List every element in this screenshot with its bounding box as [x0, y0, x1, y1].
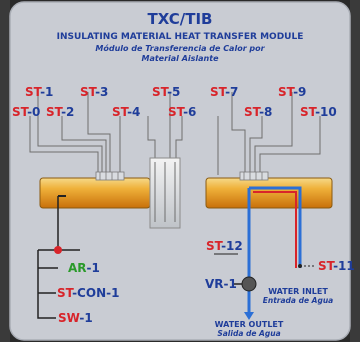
sensor-label-st3: ST-3	[80, 85, 108, 99]
center-sensor-wires	[147, 92, 183, 160]
water-outlet-label: WATER OUTLET	[215, 320, 284, 329]
inner-heat-path	[253, 191, 297, 268]
sensor-label-st4: ST-4	[112, 105, 140, 119]
left-edge-strip	[0, 0, 10, 342]
control-label-stcon1: ST-CON-1	[57, 286, 119, 300]
sensor-label-st9: ST-9	[278, 85, 306, 99]
water-inlet-label: WATER INLET	[268, 287, 328, 296]
flow-valve-icon	[241, 276, 257, 292]
left-sensor-block	[95, 171, 125, 181]
sensor-label-st8: ST-8	[244, 105, 272, 119]
sensor-label-st5: ST-5	[152, 85, 180, 99]
left-sensor-pins	[99, 172, 119, 180]
right-edge-strip	[350, 0, 360, 342]
module-title-en: INSULATING MATERIAL HEAT TRANSFER MODULE	[57, 32, 304, 42]
sensor-label-st12: ST-12	[206, 239, 243, 253]
module-title-es-line1: Módulo de Transferencia de Calor por	[95, 43, 265, 53]
valve-label-vr1: VR-1	[205, 277, 237, 291]
sensor-label-st6: ST-6	[168, 105, 196, 119]
sensor-label-st11: ST-11	[318, 259, 355, 273]
right-sensor-wires	[217, 92, 321, 175]
sensor-label-st2: ST-2	[46, 105, 74, 119]
left-sensor-wires	[29, 92, 121, 175]
control-node-icon	[54, 246, 62, 254]
control-label-ar1: AR-1	[68, 261, 100, 275]
sample-holder-lines	[154, 162, 176, 222]
water-inlet-pipe	[249, 186, 302, 268]
right-sensor-pins	[243, 172, 263, 180]
water-outlet-label-es: Salida de Agua	[217, 329, 280, 338]
module-title-es-line2: Material Aislante	[141, 54, 219, 63]
sensor-label-st0: ST-0	[12, 105, 40, 119]
water-inlet-label-es: Entrada de Agua	[263, 296, 334, 305]
module-code: TXC/TIB	[148, 10, 213, 28]
sensor-label-st7: ST-7	[210, 85, 238, 99]
left-insulated-bar	[39, 177, 151, 209]
outlet-arrow-icon	[244, 312, 254, 320]
sensor-label-st10: ST-10	[300, 105, 337, 119]
right-sensor-block	[239, 171, 269, 181]
sensor-label-st1: ST-1	[25, 85, 53, 99]
control-label-sw1: SW-1	[58, 311, 93, 325]
